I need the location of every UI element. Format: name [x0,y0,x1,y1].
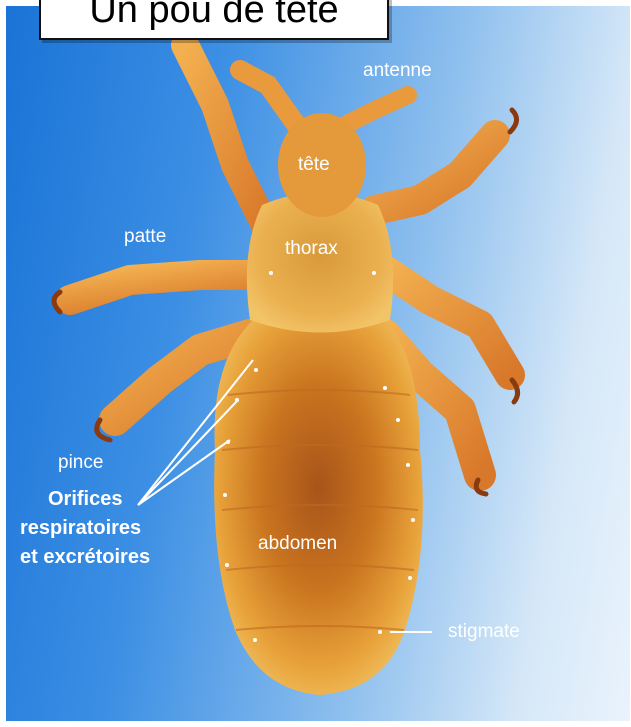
label-abdomen: abdomen [258,533,337,555]
label-orifices: Orifices respiratoires et excrétoires [20,485,150,572]
title-box: Un pou de tête [39,0,389,40]
abdomen-body [214,318,423,695]
label-thorax: thorax [285,238,338,260]
label-stigmate: stigmate [448,621,520,643]
label-orifices-line3: et excrétoires [20,543,150,572]
label-pince: pince [58,452,103,474]
label-orifices-line2: respiratoires [20,514,150,543]
page-title: Un pou de tête [89,0,338,29]
label-patte: patte [124,226,166,248]
label-tete: tête [298,154,330,176]
label-antenne: antenne [363,60,432,82]
label-orifices-line1: Orifices [20,485,150,514]
